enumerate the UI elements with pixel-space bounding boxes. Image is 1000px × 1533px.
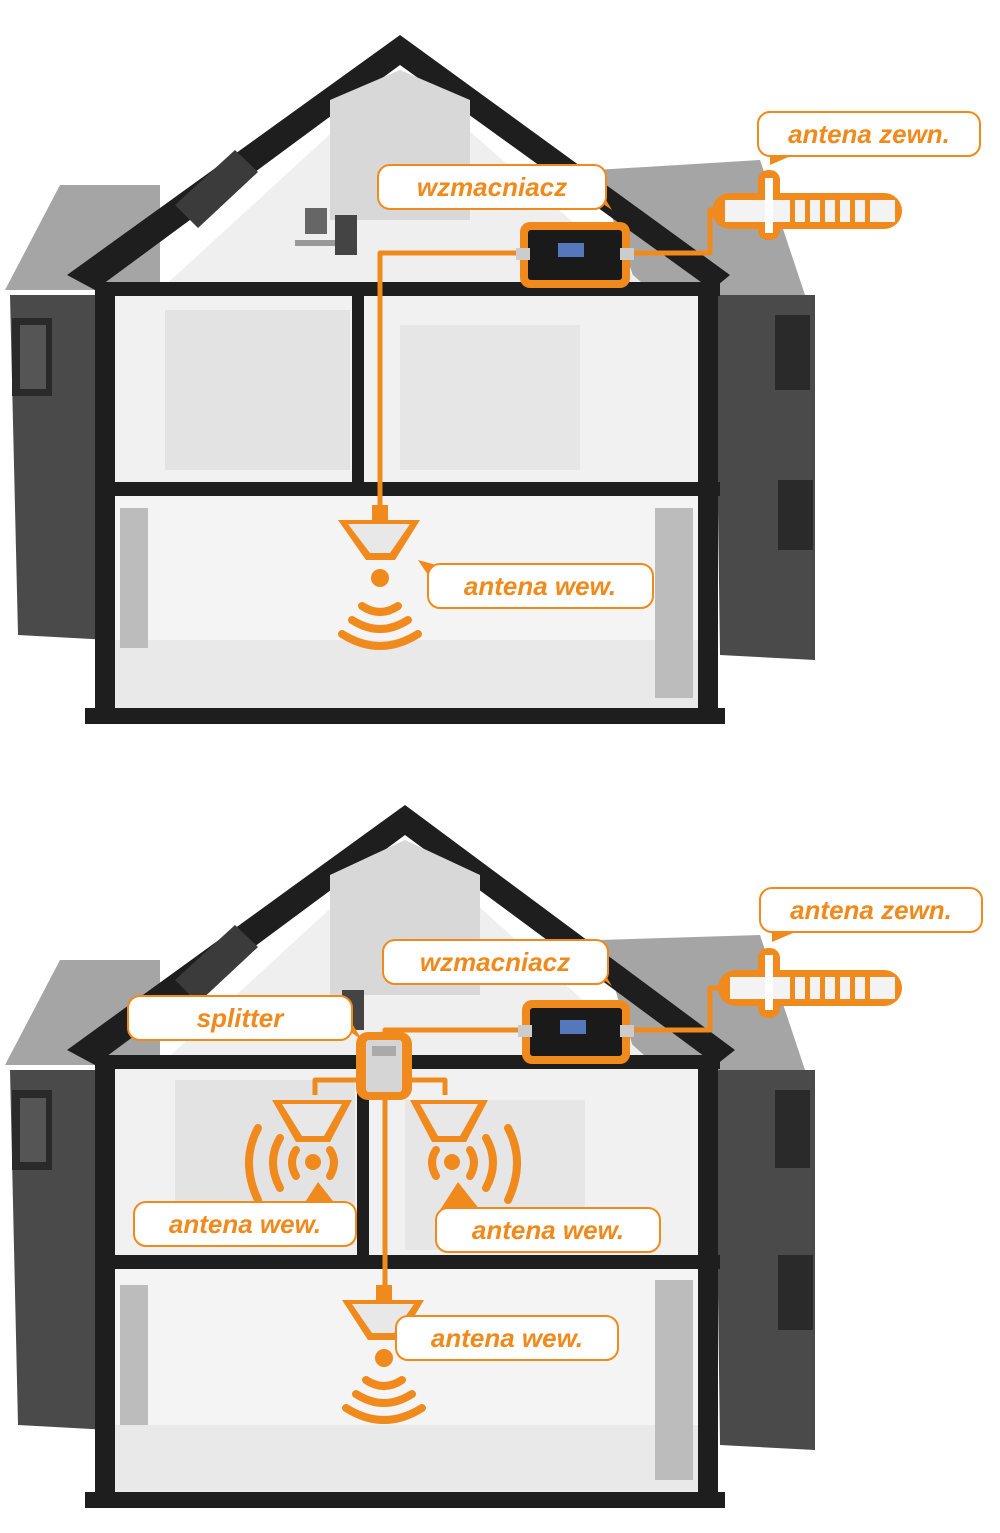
- callout-amplifier: wzmacniacz: [382, 939, 612, 986]
- callout-indoor-antenna: antena wew.: [418, 560, 654, 609]
- indoor-antenna-left-label: antena wew.: [169, 1209, 321, 1239]
- callout-indoor-antenna-right: antena wew.: [435, 1207, 661, 1253]
- splitter-label: splitter: [197, 1003, 286, 1033]
- main-house: [67, 35, 730, 724]
- amplifier-label: wzmacniacz: [417, 172, 567, 202]
- signal-waves-left-icon: [245, 1124, 338, 1204]
- amplifier-icon: [516, 222, 634, 288]
- signal-waves-right-icon: [428, 1124, 521, 1204]
- indoor-antenna-ground-label: antena wew.: [431, 1323, 583, 1353]
- callout-indoor-antenna-left: antena wew.: [133, 1201, 357, 1247]
- cable-network: [312, 985, 730, 1310]
- splitter-icon: [356, 1032, 412, 1100]
- callout-indoor-antenna-ground: antena wew.: [395, 1315, 619, 1361]
- callout-amplifier: wzmacniacz: [377, 164, 612, 210]
- outdoor-antenna-label: antena zewn.: [788, 119, 950, 149]
- callout-outdoor-antenna: antena zewn.: [757, 111, 981, 165]
- amplifier-icon: [518, 1000, 634, 1064]
- house-diagram-splitter: wzmacniacz antena zewn. splitter antena …: [5, 805, 983, 1508]
- outdoor-antenna-icon: [712, 170, 902, 240]
- amplifier-label: wzmacniacz: [420, 947, 570, 977]
- signal-waves-icon: [338, 602, 422, 650]
- outdoor-antenna-label: antena zewn.: [790, 895, 952, 925]
- indoor-antenna-right-icon: [410, 1100, 488, 1210]
- indoor-antenna-icon: [338, 505, 420, 587]
- callout-splitter: splitter: [127, 995, 362, 1041]
- indoor-antenna-label: antena wew.: [464, 571, 616, 601]
- indoor-antenna-right-label: antena wew.: [472, 1215, 624, 1245]
- right-wing: [600, 935, 815, 1450]
- signal-waves-ground-icon: [342, 1376, 426, 1424]
- callout-outdoor-antenna: antena zewn.: [759, 887, 983, 942]
- house-diagram-single-antenna: wzmacniacz antena zewn. antena wew.: [5, 35, 981, 724]
- outdoor-antenna-icon: [718, 948, 902, 1018]
